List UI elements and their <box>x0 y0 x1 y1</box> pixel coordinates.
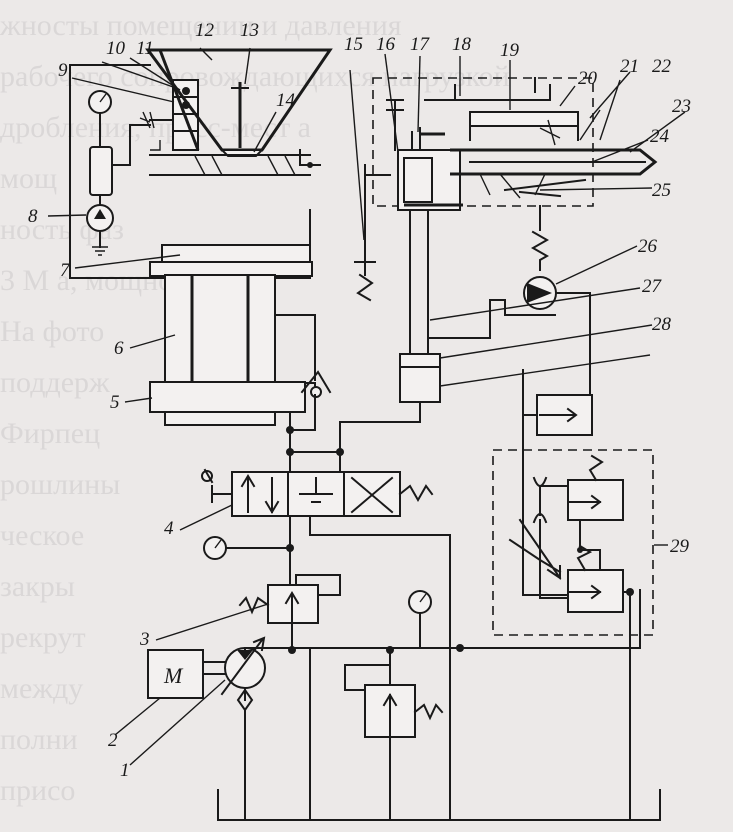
callout-14: 14 <box>276 90 296 111</box>
callout-12: 12 <box>195 20 215 41</box>
callout-3: 3 <box>139 629 150 650</box>
callout-19: 19 <box>500 40 520 61</box>
throttle-15 <box>354 261 376 302</box>
callout-2: 2 <box>108 730 118 751</box>
check-valve-icon <box>300 370 332 394</box>
callout-22: 22 <box>652 56 672 77</box>
callout-4: 4 <box>164 518 174 539</box>
callout-20: 20 <box>578 68 598 89</box>
dashed-unit-29 <box>492 449 654 636</box>
accumulator-8-cylinder <box>89 146 113 196</box>
callout-29: 29 <box>670 536 690 557</box>
callout-labels: 10 11 12 13 9 14 15 16 17 18 19 20 21 22… <box>28 20 691 781</box>
callout-8: 8 <box>28 206 38 227</box>
rod-22 <box>450 148 658 176</box>
cylinder-base-5 <box>149 381 306 413</box>
leader-lines <box>47 47 686 766</box>
callout-13: 13 <box>240 20 259 41</box>
belt-20 <box>469 111 579 127</box>
callout-23: 23 <box>672 96 691 117</box>
callout-9: 9 <box>58 60 68 81</box>
callout-5: 5 <box>110 392 120 413</box>
callout-27: 27 <box>642 276 663 297</box>
callout-24: 24 <box>650 126 670 147</box>
callout-15: 15 <box>344 34 363 55</box>
callout-11: 11 <box>136 38 154 59</box>
dashed-unit-16-24 <box>372 77 594 207</box>
callout-18: 18 <box>452 34 472 55</box>
callout-28: 28 <box>652 314 672 335</box>
tank-line <box>217 789 661 821</box>
callout-17: 17 <box>410 34 431 55</box>
callout-25: 25 <box>652 180 671 201</box>
callout-1: 1 <box>120 760 130 781</box>
valve-29-upper <box>567 479 624 521</box>
dir-valve-4-left <box>231 471 289 517</box>
motor-label: M <box>163 663 184 688</box>
callout-21: 21 <box>620 56 639 77</box>
ram-plate <box>149 261 313 277</box>
cylinder-28 <box>399 353 441 403</box>
callout-10: 10 <box>106 38 126 59</box>
motor-2 <box>147 649 204 699</box>
callout-7: 7 <box>60 260 71 281</box>
callout-26: 26 <box>638 236 658 257</box>
callout-6: 6 <box>114 338 124 359</box>
callout-16: 16 <box>376 34 396 55</box>
